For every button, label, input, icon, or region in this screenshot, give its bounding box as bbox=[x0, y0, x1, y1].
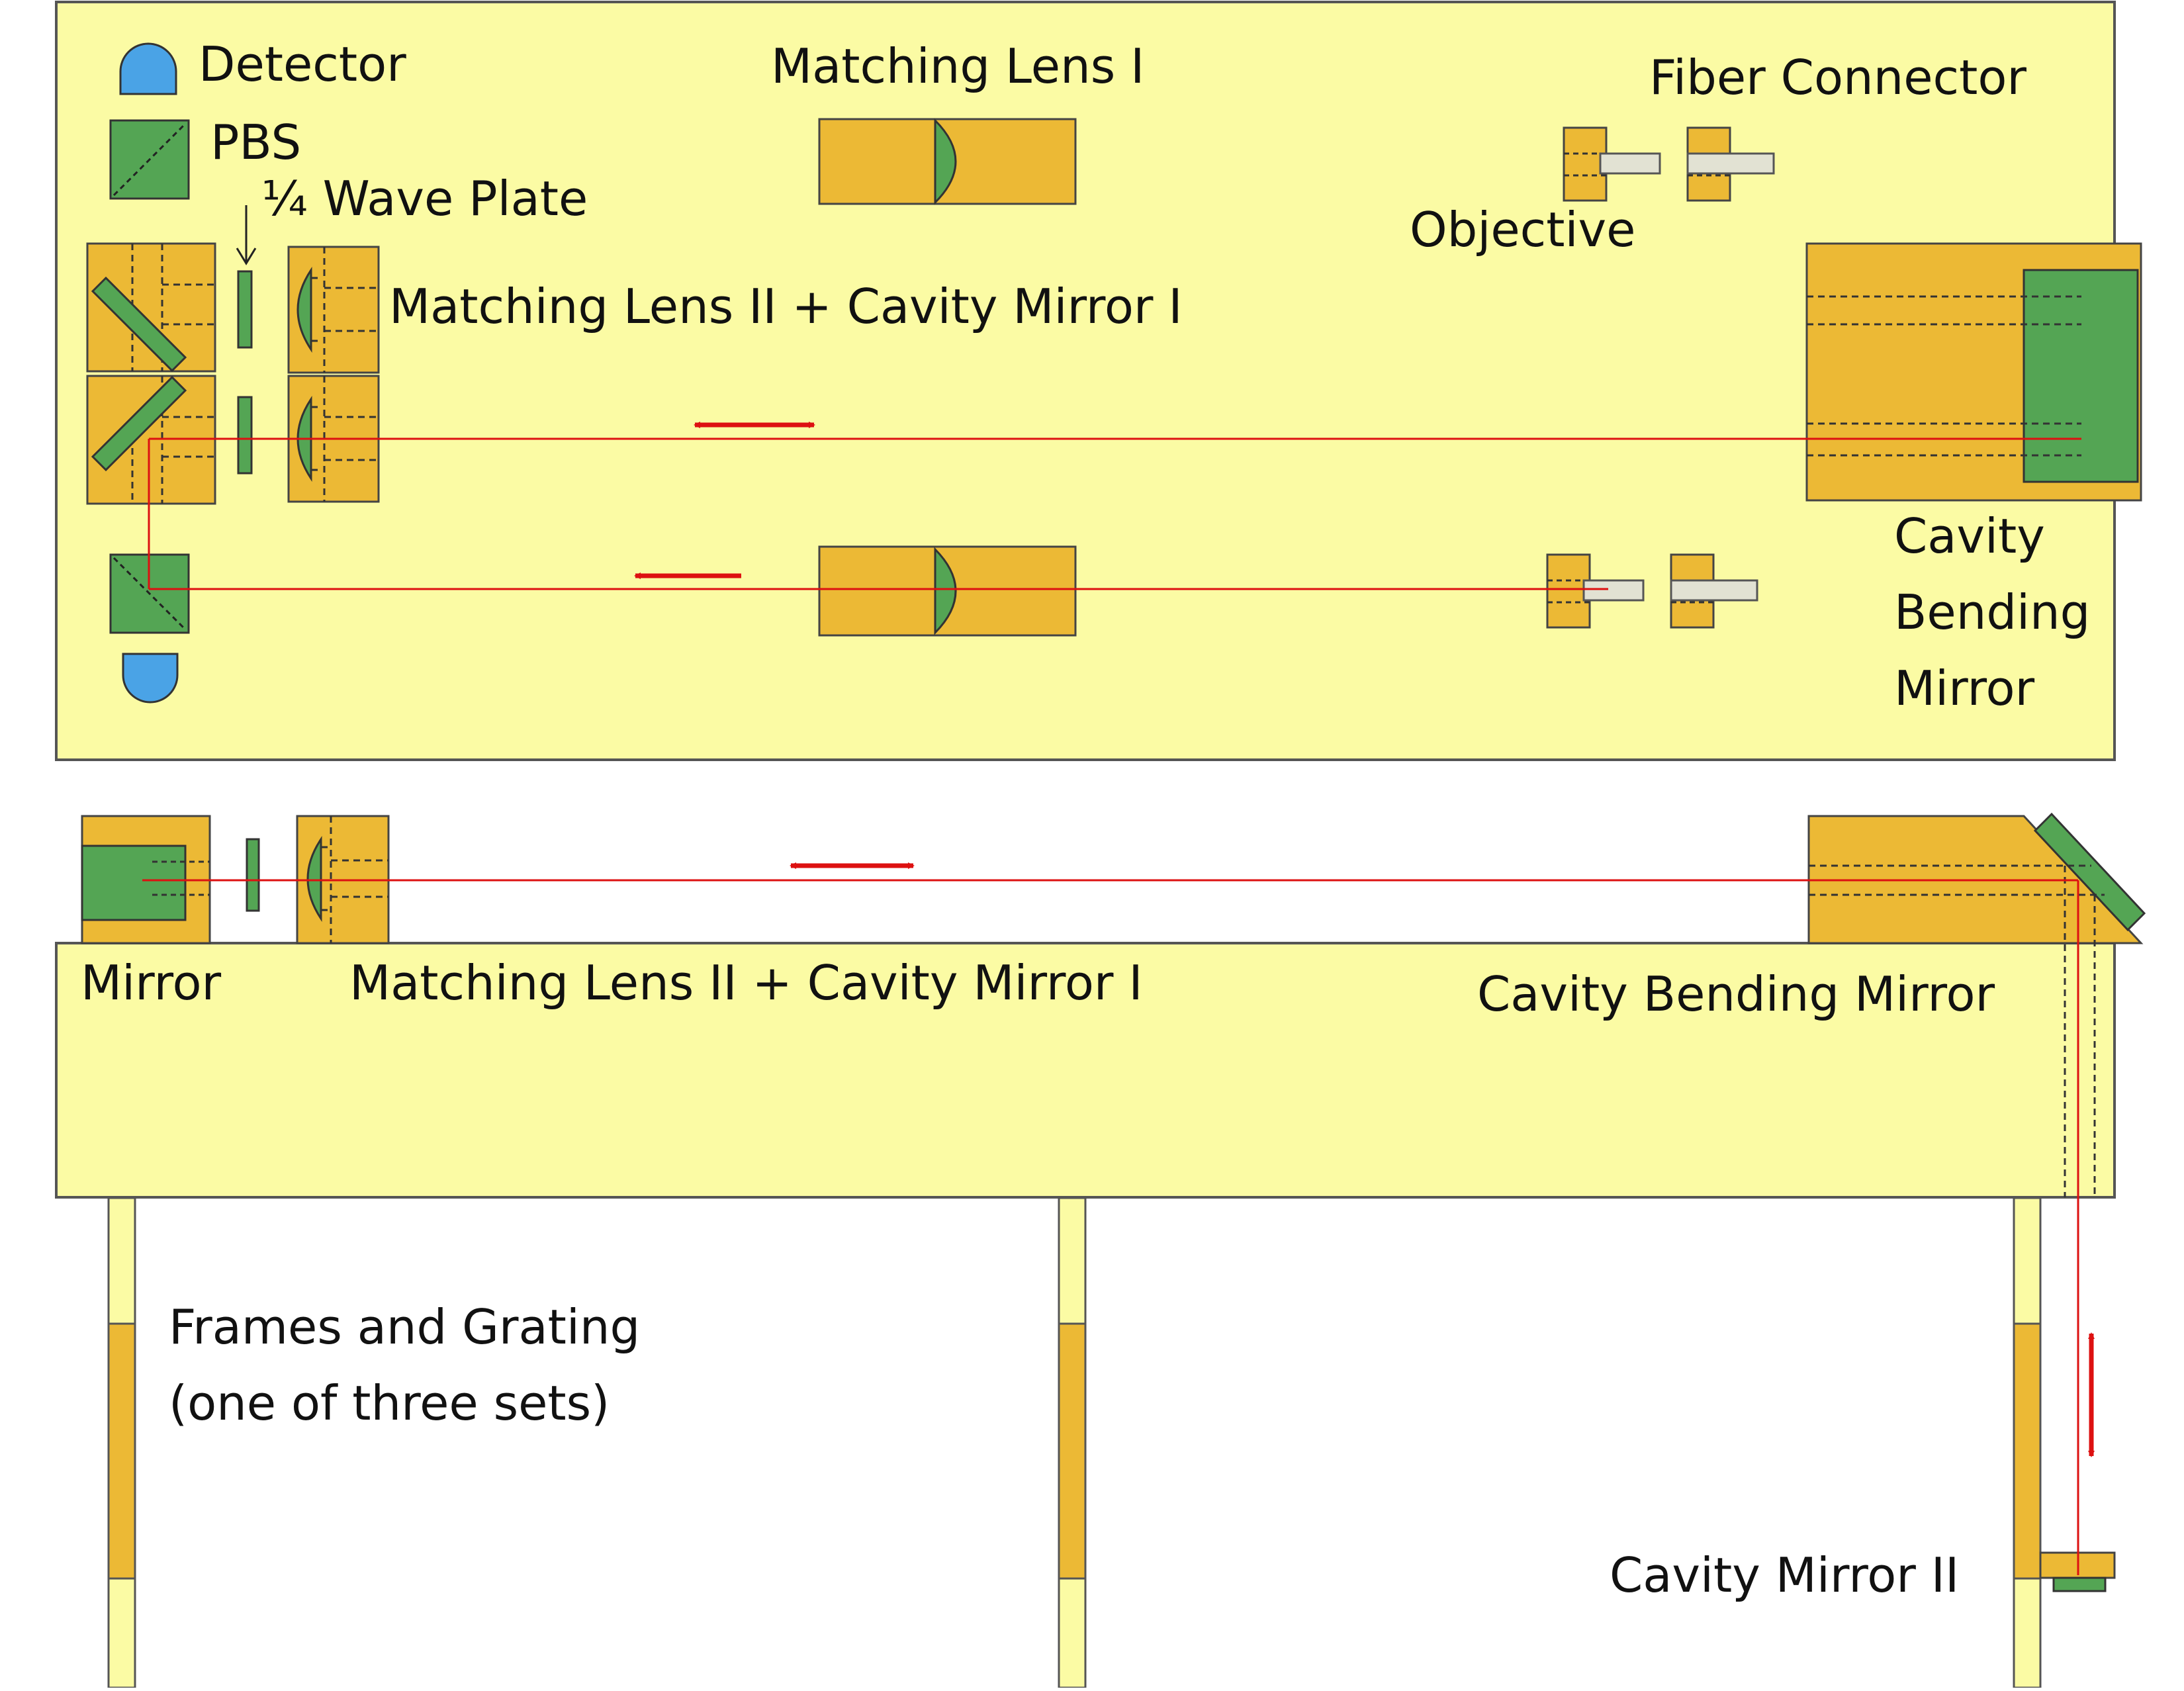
wave-plate-icon bbox=[237, 396, 253, 475]
lens-icon bbox=[296, 267, 312, 353]
fiber-connector-icon bbox=[1686, 126, 1775, 202]
detector-icon bbox=[119, 42, 177, 95]
cavity-bending-mirror-label-line2: Bending bbox=[1894, 584, 2090, 640]
lens-icon bbox=[306, 836, 322, 922]
cavity-bending-mirror-label-side: Cavity Bending Mirror bbox=[1477, 966, 1995, 1022]
wave-plate-pointer bbox=[236, 205, 257, 265]
frames-label-line1: Frames and Grating bbox=[169, 1299, 640, 1355]
matching-lens-2-mount-upper bbox=[287, 246, 380, 374]
turning-mirror-mount-1 bbox=[86, 242, 216, 373]
matching-lens-1-mount bbox=[818, 118, 1077, 205]
mirror-icon bbox=[91, 375, 187, 472]
objective-icon bbox=[1563, 126, 1661, 202]
fiber-connector-label: Fiber Connector bbox=[1649, 50, 2026, 105]
objective-icon bbox=[1546, 553, 1645, 629]
detector-icon bbox=[122, 653, 179, 704]
wave-plate-icon bbox=[246, 838, 260, 912]
frame-leg-middle bbox=[1058, 1197, 1087, 1689]
cavity-mirror-2-label: Cavity Mirror II bbox=[1610, 1547, 1959, 1603]
matching-lens-2-label-side: Matching Lens II + Cavity Mirror I bbox=[349, 955, 1143, 1011]
wave-plate-icon bbox=[237, 270, 253, 349]
matching-lens-1-label: Matching Lens I bbox=[771, 38, 1144, 94]
mirror-icon bbox=[2033, 812, 2146, 932]
objective-label: Objective bbox=[1410, 202, 1635, 257]
fiber-connector-icon bbox=[1670, 553, 1758, 629]
laser-beam-side bbox=[142, 879, 2079, 1575]
pbs-icon bbox=[109, 119, 190, 200]
matching-lens-1-mount-lower bbox=[818, 545, 1077, 637]
side-view-table bbox=[55, 942, 2116, 1199]
mirror-icon bbox=[91, 276, 187, 373]
lens-icon bbox=[934, 118, 957, 205]
pbs-label: PBS bbox=[210, 114, 301, 170]
mirror-icon bbox=[2023, 269, 2139, 483]
laser-beam-top bbox=[148, 437, 2081, 590]
matching-lens-2-label-top: Matching Lens II + Cavity Mirror I bbox=[389, 279, 1183, 334]
cavity-bending-mirror-mount-top bbox=[1805, 242, 2142, 502]
frames-label-line2: (one of three sets) bbox=[169, 1375, 610, 1431]
cavity-bending-mirror-label-line3: Mirror bbox=[1894, 661, 2035, 716]
frame-leg-right bbox=[2013, 1197, 2042, 1689]
frame-leg-left bbox=[107, 1197, 136, 1689]
mirror-label: Mirror bbox=[81, 955, 222, 1011]
top-view-table bbox=[55, 1, 2116, 761]
wave-plate-label: ¼ Wave Plate bbox=[261, 171, 588, 226]
cavity-bending-mirror-label-line1: Cavity bbox=[1894, 508, 2045, 564]
mirror-icon bbox=[2052, 1577, 2107, 1592]
mirror-icon bbox=[81, 845, 187, 921]
detector-label: Detector bbox=[199, 36, 406, 92]
lens-icon bbox=[934, 547, 957, 635]
